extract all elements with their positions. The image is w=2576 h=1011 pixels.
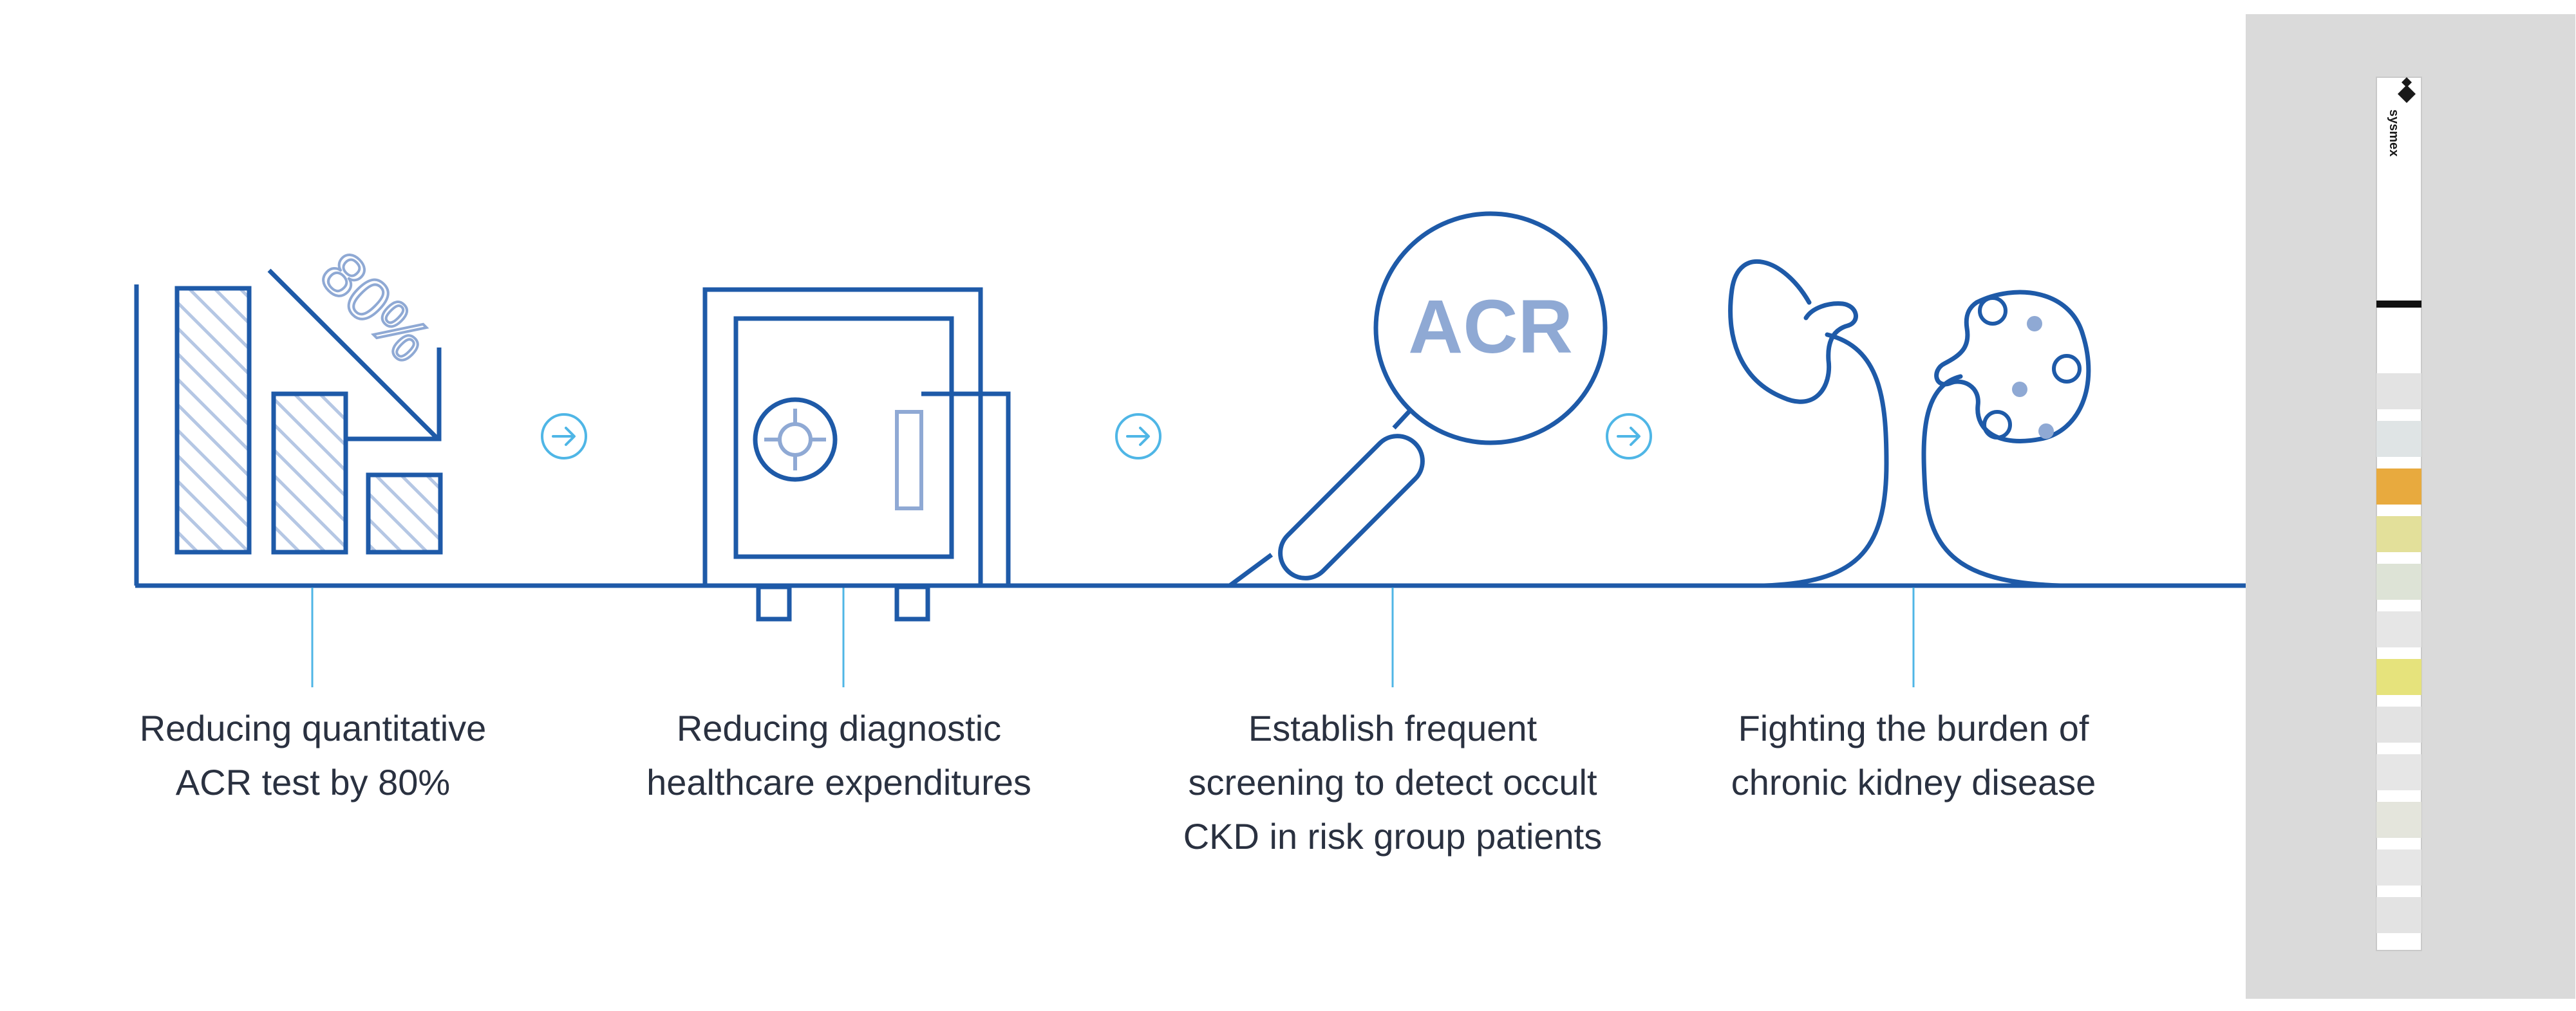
reagent-pad bbox=[2376, 564, 2421, 600]
caption-line: Fighting the burden of bbox=[1738, 708, 2089, 748]
healthy-kidney bbox=[1728, 259, 1858, 404]
step-caption: Establish frequent screening to detect o… bbox=[1148, 701, 1637, 864]
step-caption: Reducing quantitative ACR test by 80% bbox=[68, 701, 558, 810]
acr-label: ACR bbox=[1408, 284, 1573, 369]
arrow-circle-right-icon bbox=[1606, 413, 1652, 459]
sysmex-logo-icon bbox=[2398, 77, 2416, 103]
safe-body bbox=[702, 287, 983, 588]
caption-line: screening to detect occult bbox=[1188, 762, 1597, 802]
decrease-arrow-head bbox=[348, 348, 442, 441]
reagent-pad bbox=[2376, 516, 2421, 552]
reagent-pad bbox=[2376, 421, 2421, 457]
reagent-pad bbox=[2376, 707, 2421, 743]
reagent-pad bbox=[2376, 849, 2421, 886]
safe-icon bbox=[702, 287, 1011, 622]
strip-pads bbox=[2376, 373, 2421, 933]
safe-door bbox=[733, 316, 954, 559]
caption-line: Reducing diagnostic bbox=[676, 708, 1002, 748]
caption-line: Establish frequent bbox=[1248, 708, 1537, 748]
caption-line: chronic kidney disease bbox=[1731, 762, 2096, 802]
arrow-circle-right-icon bbox=[1115, 413, 1161, 459]
magnifier-icon: ACR bbox=[1228, 211, 1608, 588]
safe-dial bbox=[753, 397, 838, 482]
reagent-pad bbox=[2376, 897, 2421, 933]
arrow-circle-right-icon bbox=[541, 413, 587, 459]
brand-label: sysmex bbox=[2387, 109, 2401, 156]
strip-marker bbox=[2376, 301, 2421, 308]
step-caption: Fighting the burden of chronic kidney di… bbox=[1669, 701, 2158, 810]
safe-foot bbox=[894, 584, 930, 622]
reagent-pad bbox=[2376, 468, 2421, 505]
test-strip: sysmex bbox=[2376, 77, 2422, 951]
chart-bar bbox=[366, 472, 443, 555]
percent-label: 80% bbox=[307, 239, 444, 375]
reagent-pad bbox=[2376, 659, 2421, 695]
caption-line: Reducing quantitative bbox=[139, 708, 487, 748]
magnifier-lens bbox=[1373, 211, 1608, 445]
dial-crosshair bbox=[764, 409, 826, 470]
bar-chart-decrease-icon: 80% bbox=[134, 237, 445, 586]
healthy-ureter bbox=[1762, 332, 1889, 588]
safe-handle-bracket bbox=[921, 391, 1011, 586]
diseased-ureter bbox=[1921, 374, 2063, 588]
kidney-lesions bbox=[1978, 296, 2082, 440]
reagent-pad bbox=[2376, 611, 2421, 647]
caption-line: CKD in risk group patients bbox=[1183, 816, 1603, 857]
magnifier-tail bbox=[1228, 553, 1274, 588]
caption-line: healthcare expenditures bbox=[646, 762, 1031, 802]
chart-bar bbox=[271, 391, 348, 555]
safe-foot bbox=[756, 584, 792, 622]
reagent-pad bbox=[2376, 373, 2421, 409]
kidneys-icon bbox=[1728, 259, 2091, 588]
kidney-spots bbox=[2012, 316, 2054, 439]
step-caption: Reducing diagnostic healthcare expenditu… bbox=[594, 701, 1084, 810]
magnifier-handle bbox=[1278, 434, 1425, 580]
safe-handle bbox=[895, 410, 923, 510]
reagent-pad bbox=[2376, 802, 2421, 838]
caption-line: ACR test by 80% bbox=[175, 762, 451, 802]
reagent-pad bbox=[2376, 754, 2421, 790]
decrease-arrow-line bbox=[267, 268, 440, 441]
chart-bar bbox=[174, 286, 252, 555]
diseased-kidney bbox=[1934, 290, 2091, 443]
magnifier-neck bbox=[1392, 409, 1412, 430]
